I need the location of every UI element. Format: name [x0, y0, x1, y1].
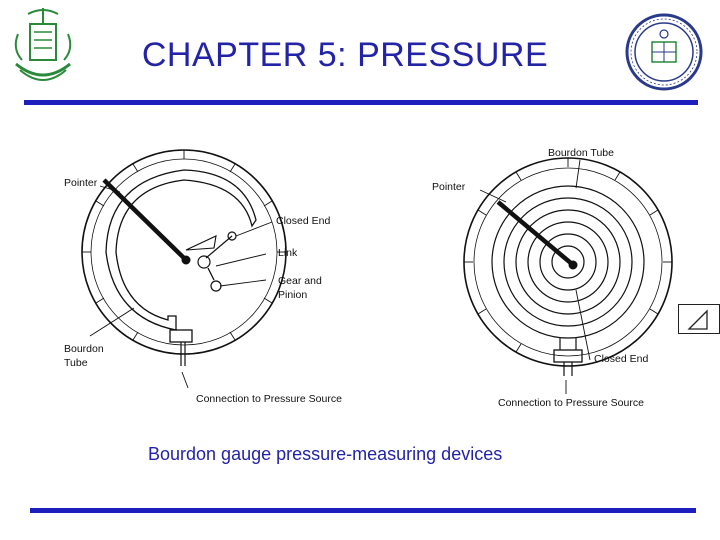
left-gauge: [81, 149, 287, 366]
right-gauge: [463, 157, 673, 376]
page-title: CHAPTER 5: PRESSURE: [141, 36, 549, 74]
left-label-bourdon-2: Tube: [64, 357, 88, 369]
play-triangle-icon: [687, 309, 708, 330]
figure-caption: Bourdon gauge pressure-measuring devices: [148, 444, 503, 464]
right-label-bourdon-tube: Bourdon Tube: [548, 147, 614, 159]
header-divider: [24, 100, 698, 105]
right-gauge-spiral: [491, 185, 645, 339]
left-label-gear-2: Pinion: [278, 289, 307, 301]
university-emblem-icon: [8, 4, 78, 86]
right-label-pointer: Pointer: [432, 181, 466, 193]
left-gauge-ticks: [82, 150, 286, 341]
left-gauge-leaders: [89, 185, 273, 389]
right-gauge-leaders: [479, 159, 591, 394]
left-label-connection: Connection to Pressure Source: [196, 393, 342, 405]
right-gauge-ticks: [464, 158, 672, 353]
next-slide-button[interactable]: [678, 304, 720, 334]
college-seal-icon: [624, 12, 704, 92]
left-label-link: Link: [278, 247, 298, 259]
bourdon-gauge-figure: Pointer Closed End Link Gear and Pinion …: [56, 140, 676, 420]
left-label-closed-end: Closed End: [276, 215, 330, 227]
footer-divider: [30, 508, 696, 513]
left-label-gear-1: Gear and: [278, 275, 322, 287]
right-label-closed-end: Closed End: [594, 353, 648, 365]
right-label-connection: Connection to Pressure Source: [498, 397, 644, 409]
left-label-bourdon-1: Bourdon: [64, 343, 104, 355]
left-label-pointer: Pointer: [64, 177, 98, 189]
